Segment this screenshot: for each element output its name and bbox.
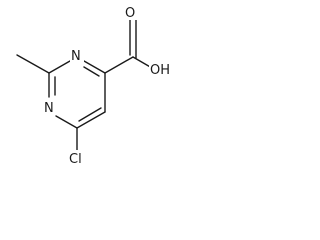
bond-c4-cacid bbox=[104, 56, 134, 74]
bond-n1-c6 bbox=[55, 115, 78, 129]
molecule-structure: O OH N N Cl bbox=[16, 4, 177, 167]
bond-n3-c2 bbox=[48, 60, 71, 74]
atom-nitrogen-left: N bbox=[44, 101, 54, 116]
bond-c2-methyl bbox=[16, 54, 50, 74]
atom-labels: O OH N N Cl bbox=[43, 4, 177, 167]
bond-cacid-oh bbox=[132, 56, 153, 69]
bond-layer bbox=[16, 19, 153, 151]
atom-hydroxyl: OH bbox=[150, 63, 170, 78]
atom-nitrogen-top: N bbox=[71, 49, 81, 64]
bond-c6-c5 bbox=[76, 111, 106, 129]
bond-c6-c5-double bbox=[78, 107, 102, 122]
bond-c4-n3 bbox=[83, 60, 106, 74]
bond-c4-n3-double bbox=[83, 66, 100, 77]
atom-oxygen-carbonyl: O bbox=[125, 6, 135, 21]
atom-chlorine: Cl bbox=[69, 152, 82, 167]
